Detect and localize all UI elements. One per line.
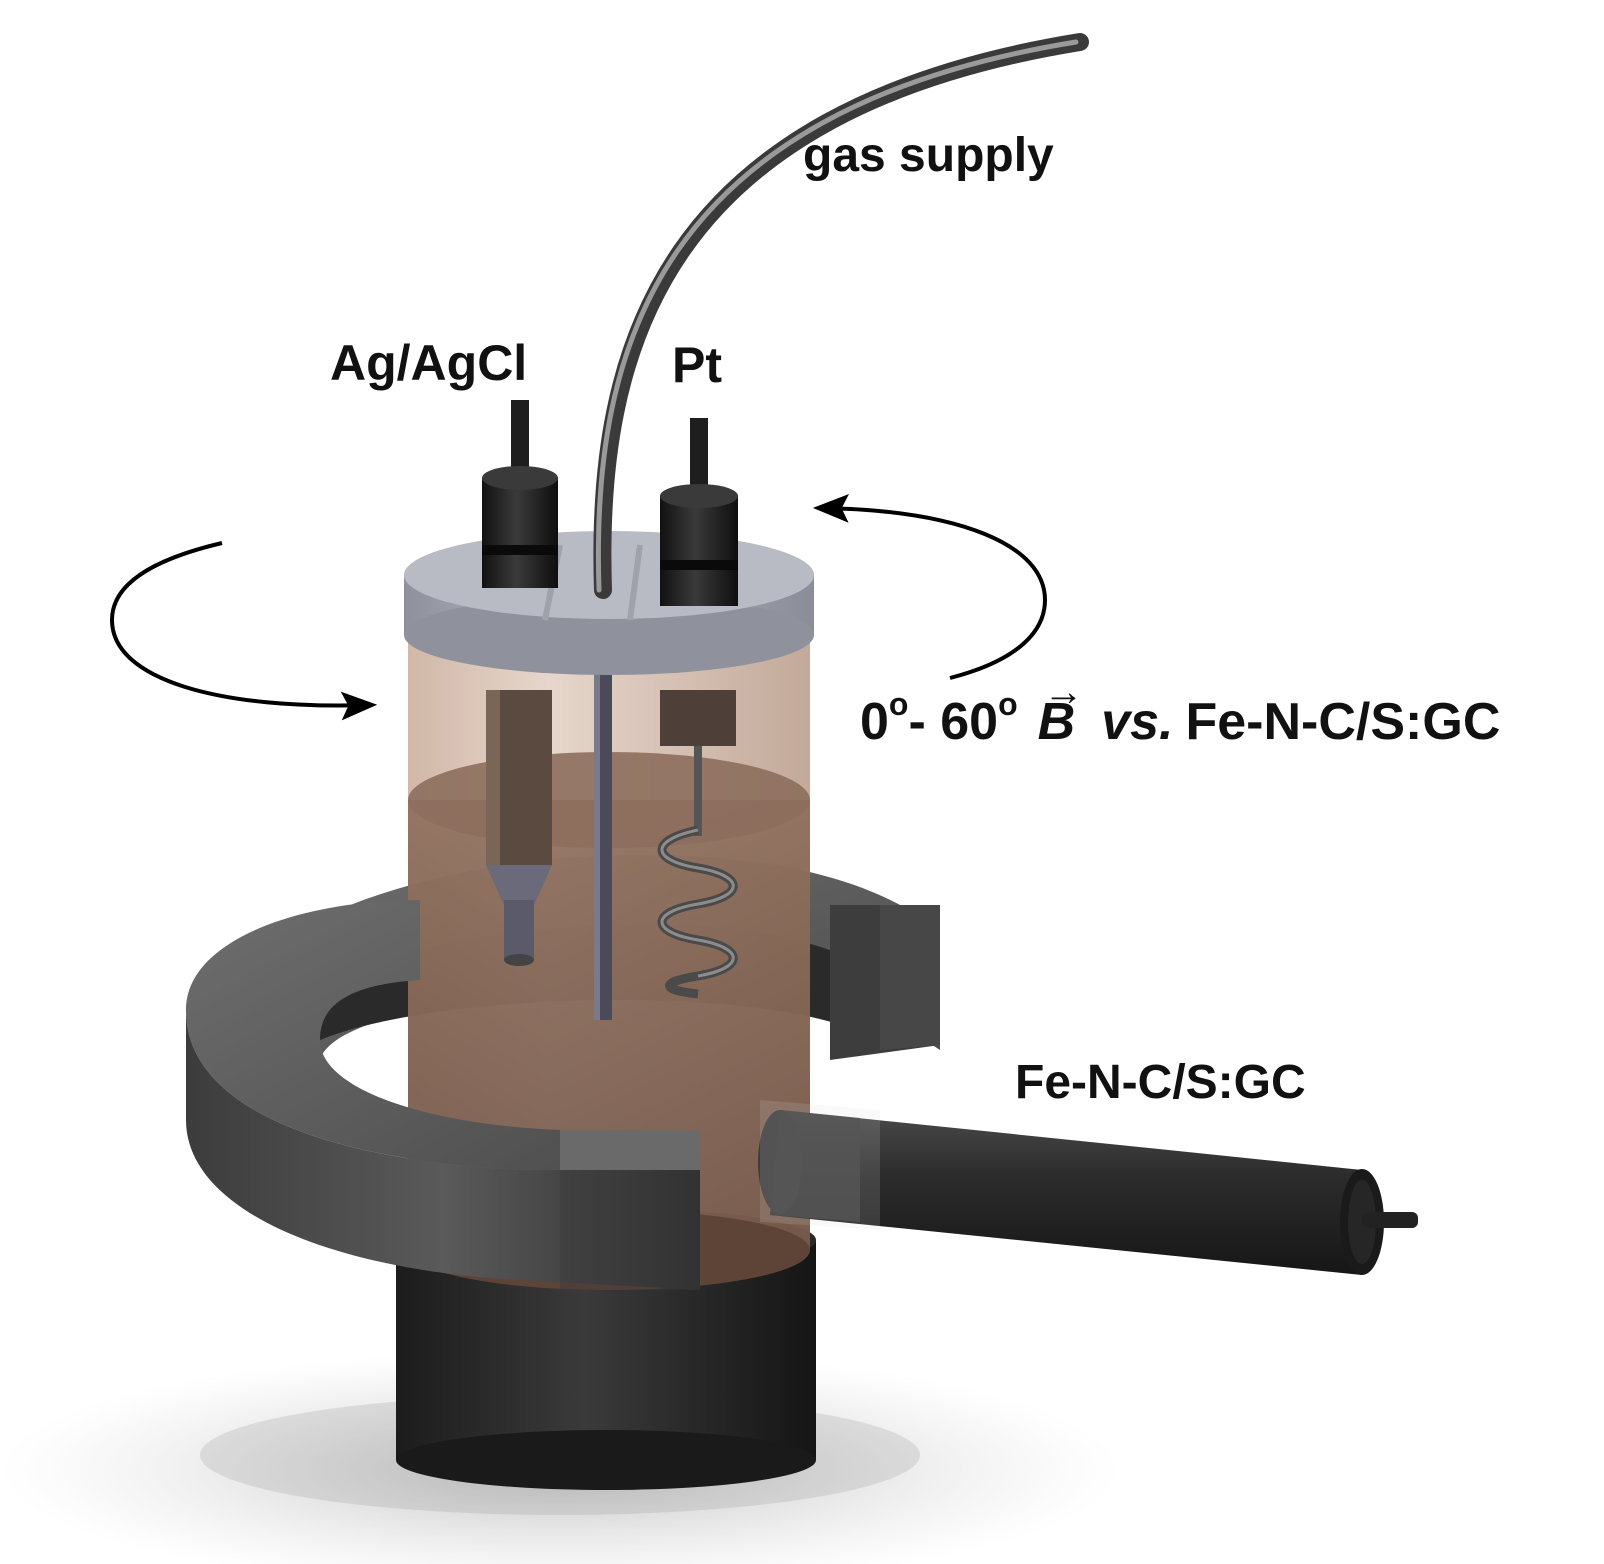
gas-tube-body: [594, 650, 612, 1020]
gas-supply-tube: [593, 33, 1089, 599]
working-electrode-label: Fe-N-C/S:GC: [1015, 1056, 1306, 1109]
rotation-arrow-left: [109, 541, 378, 721]
counter-electrode-label: Pt: [672, 337, 722, 393]
vector-arrow-icon: →: [1043, 670, 1084, 714]
reference-electrode-cap: [482, 400, 558, 588]
angle-target-label: Fe-N-C/S:GC: [1185, 693, 1501, 751]
counter-electrode-cap: [660, 418, 738, 606]
reference-electrode-body: [486, 690, 552, 966]
degree-mark: o: [888, 686, 909, 722]
magnetic-field-vector: →B: [1037, 670, 1084, 752]
horseshoe-magnet: [186, 900, 700, 1290]
gas-supply-label: gas supply: [803, 129, 1054, 182]
degree-mark-2: o: [998, 686, 1018, 722]
working-electrode-rod: [758, 1100, 1418, 1275]
angle-separator: -: [908, 693, 926, 751]
rotation-arrow-right: [812, 494, 1048, 680]
counter-electrode-body: [657, 690, 738, 999]
field-symbol: B: [1037, 693, 1076, 751]
angle-end-value: 60: [940, 693, 999, 751]
angle-start-value: 0: [860, 693, 889, 751]
reference-electrode-label: Ag/AgCl: [330, 335, 528, 391]
versus-text: vs.: [1101, 693, 1174, 751]
